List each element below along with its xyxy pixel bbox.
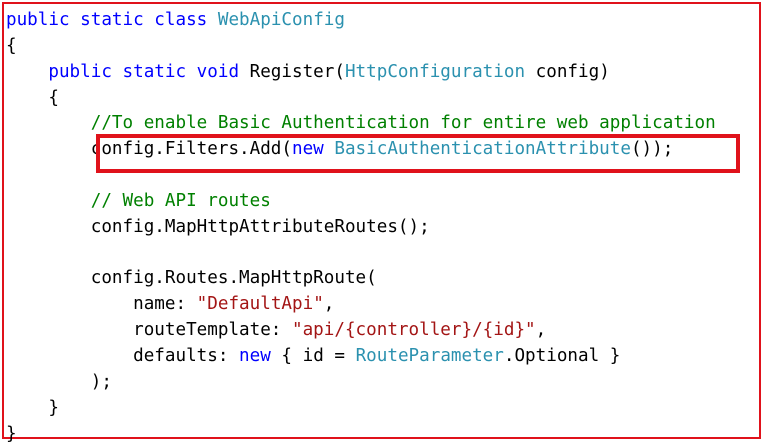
code-text: , (535, 320, 547, 341)
string-token: "DefaultApi" (196, 294, 324, 315)
code-frame (2, 2, 761, 439)
code-text: { (6, 35, 17, 56)
code-text: } (6, 423, 17, 444)
code-line-open-brace: { (6, 34, 716, 60)
keyword-token: new (292, 139, 335, 160)
code-text: ); (6, 371, 112, 392)
code-line-route-name: name: "DefaultApi", (6, 292, 716, 318)
code-line-method-signature: public static void Register(HttpConfigur… (6, 60, 716, 86)
parameter-text: config) (525, 61, 610, 82)
code-line-comment-basic-auth: //To enable Basic Authentication for ent… (6, 111, 716, 137)
code-text: { (6, 87, 59, 108)
keyword-token: new (239, 345, 271, 366)
code-line-class-close-brace: } (6, 422, 716, 448)
code-text: { id = (270, 345, 356, 366)
code-line-route-template: routeTemplate: "api/{controller}/{id}", (6, 318, 716, 344)
type-token: WebApiConfig (217, 10, 345, 30)
code-text: .Optional } (503, 345, 621, 366)
code-text: } (6, 397, 59, 418)
code-line-filters-add: config.Filters.Add(new BasicAuthenticati… (6, 137, 716, 163)
code-text: config.Filters.Add( (6, 139, 292, 160)
code-text: config.MapHttpAttributeRoutes(); (6, 216, 430, 237)
code-line-close-paren: ); (6, 370, 716, 396)
string-token: "api/{controller}/{id}" (292, 320, 536, 341)
code-text: name: (6, 294, 197, 315)
comment-token: //To enable Basic Authentication for ent… (6, 113, 716, 134)
code-text: , (323, 294, 335, 315)
code-text: routeTemplate: (6, 320, 292, 341)
code-line-class-declaration: public static class WebApiConfig (6, 8, 716, 34)
code-text: defaults: (6, 345, 240, 366)
keyword-token: public static class (6, 10, 218, 30)
code-line-blank (6, 241, 716, 267)
code-line-map-attribute-routes: config.MapHttpAttributeRoutes(); (6, 215, 716, 241)
type-token: HttpConfiguration (344, 61, 526, 82)
keyword-token: public static void (6, 61, 250, 82)
code-line-method-close-brace: } (6, 396, 716, 422)
code-text: config.Routes.MapHttpRoute( (6, 268, 377, 289)
code-line-blank (6, 163, 716, 189)
comment-token: // Web API routes (6, 190, 271, 211)
code-text: ()); (630, 139, 674, 160)
code-line-comment-routes: // Web API routes (6, 189, 716, 215)
code-line-route-defaults: defaults: new { id = RouteParameter.Opti… (6, 344, 716, 370)
code-line-method-open-brace: { (6, 86, 716, 112)
type-token: BasicAuthenticationAttribute (334, 139, 631, 160)
code-line-map-http-route: config.Routes.MapHttpRoute( (6, 266, 716, 292)
type-token: RouteParameter (355, 345, 504, 366)
code-block: public static class WebApiConfig{ public… (6, 8, 716, 447)
method-name: Register( (249, 61, 345, 82)
